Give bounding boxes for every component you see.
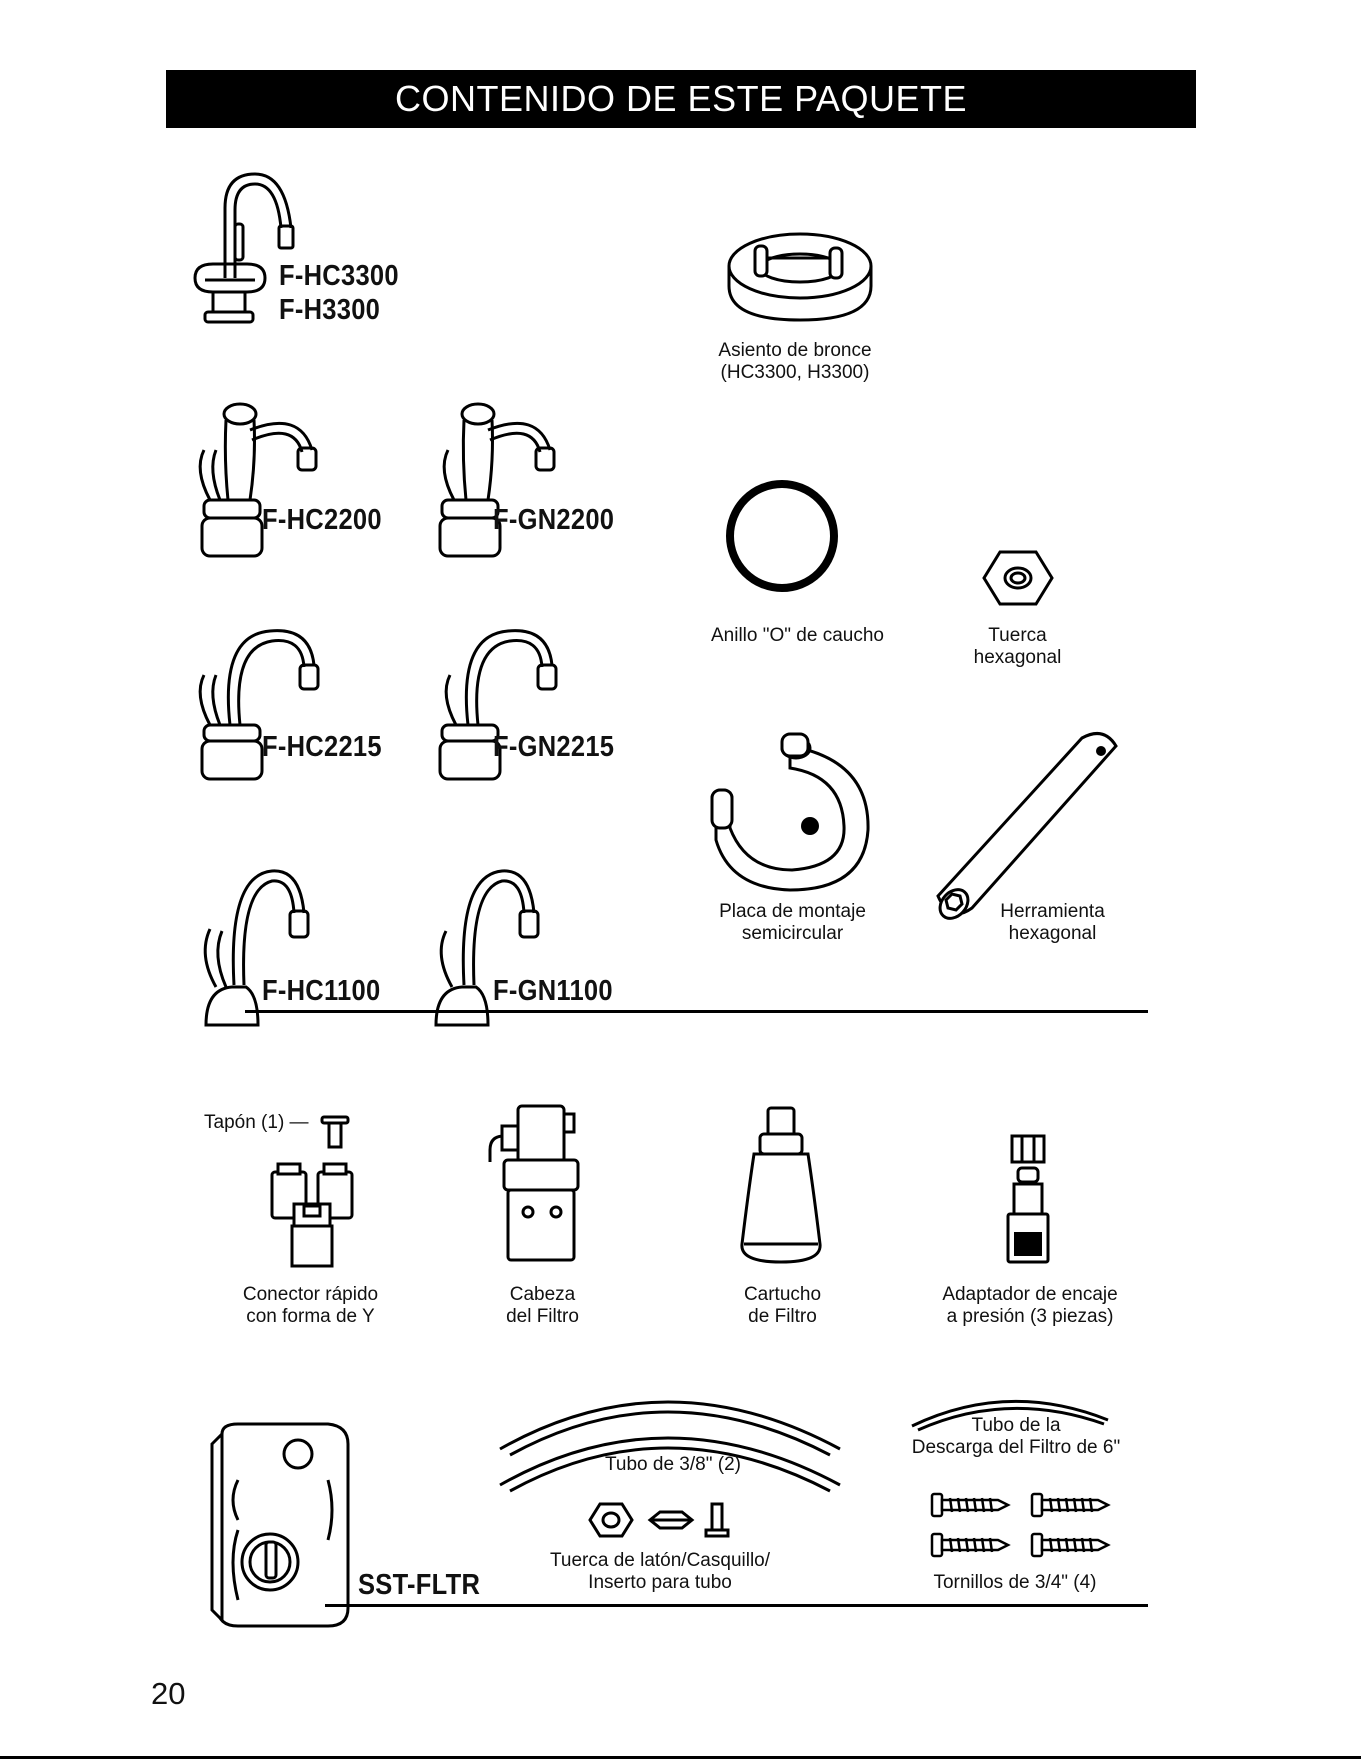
caption-o-ring: Anillo "O" de caucho bbox=[711, 625, 884, 646]
tube-38-illustration bbox=[499, 1400, 841, 1493]
page-header: CONTENIDO DE ESTE PAQUETE bbox=[166, 70, 1196, 128]
caption-screws: Tornillos de 3/4" (4) bbox=[933, 1572, 1097, 1593]
caption-mounting-plate: Placa de montaje semicircular bbox=[719, 901, 866, 944]
model-label-sst-fltr: SST-FLTR bbox=[358, 1569, 481, 1601]
o-ring-illustration bbox=[726, 480, 838, 592]
caption-filter-head: Cabeza del Filtro bbox=[506, 1284, 579, 1327]
model-label-hc2200: F-HC2200 bbox=[262, 504, 382, 536]
faucet-hc2200-illustration bbox=[198, 402, 318, 558]
filter-cartridge-illustration bbox=[740, 1106, 822, 1264]
model-label-hc3300: F-HC3300 bbox=[279, 260, 399, 292]
y-connector-illustration bbox=[270, 1162, 354, 1268]
plug-illustration bbox=[320, 1115, 350, 1149]
filter-housing-illustration bbox=[210, 1422, 350, 1628]
push-adapter-illustration bbox=[1006, 1134, 1050, 1264]
model-label-hc1100: F-HC1100 bbox=[262, 975, 381, 1007]
caption-hex-nut: Tuerca hexagonal bbox=[973, 625, 1062, 668]
drain-tube-illustration bbox=[911, 1399, 1109, 1432]
caption-hex-tool: Herramienta hexagonal bbox=[1000, 901, 1105, 944]
caption-push-adapter: Adaptador de encaje a presión (3 piezas) bbox=[942, 1284, 1118, 1327]
page-title: CONTENIDO DE ESTE PAQUETE bbox=[395, 78, 967, 119]
caption-brass-nut: Tuerca de latón/Casquillo/ Inserto para … bbox=[549, 1550, 771, 1593]
section-divider bbox=[245, 1010, 1148, 1013]
hex-tool-illustration bbox=[936, 732, 1118, 920]
caption-brass-seat: Asiento de bronce (HC3300, H3300) bbox=[718, 340, 872, 383]
caption-tube-38: Tubo de 3/8" (2) bbox=[605, 1454, 741, 1475]
page-number: 20 bbox=[151, 1676, 186, 1711]
faucet-hc2215-illustration bbox=[198, 629, 320, 781]
caption-y-connector: Conector rápido con forma de Y bbox=[242, 1284, 379, 1327]
brass-nut-illustration bbox=[588, 1502, 730, 1538]
faucet-gn2215-illustration bbox=[438, 629, 558, 781]
brass-seat-illustration bbox=[727, 232, 873, 322]
faucet-gn2200-illustration bbox=[438, 402, 556, 558]
faucet-hc1100-illustration bbox=[203, 869, 310, 1027]
caption-filter-cartridge: Cartucho de Filtro bbox=[743, 1284, 822, 1327]
section-divider-bottom bbox=[325, 1604, 1148, 1607]
model-label-gn2200: F-GN2200 bbox=[493, 504, 615, 536]
page-bottom-border bbox=[0, 1756, 1361, 1759]
model-label-h3300: F-H3300 bbox=[279, 294, 381, 326]
screws-illustration bbox=[930, 1492, 1111, 1558]
hex-nut-illustration bbox=[982, 550, 1054, 606]
model-label-hc2215: F-HC2215 bbox=[262, 731, 382, 763]
caption-drain-tube: Tubo de la Descarga del Filtro de 6" bbox=[911, 1415, 1121, 1458]
mounting-plate-illustration bbox=[710, 732, 870, 892]
faucet-gn1100-illustration bbox=[434, 869, 540, 1027]
model-label-gn1100: F-GN1100 bbox=[493, 975, 613, 1007]
faucet-hc3300-illustration bbox=[193, 172, 295, 324]
filter-head-illustration bbox=[488, 1104, 580, 1262]
caption-plug: Tapón (1) — bbox=[204, 1112, 309, 1133]
model-label-gn2215: F-GN2215 bbox=[493, 731, 615, 763]
